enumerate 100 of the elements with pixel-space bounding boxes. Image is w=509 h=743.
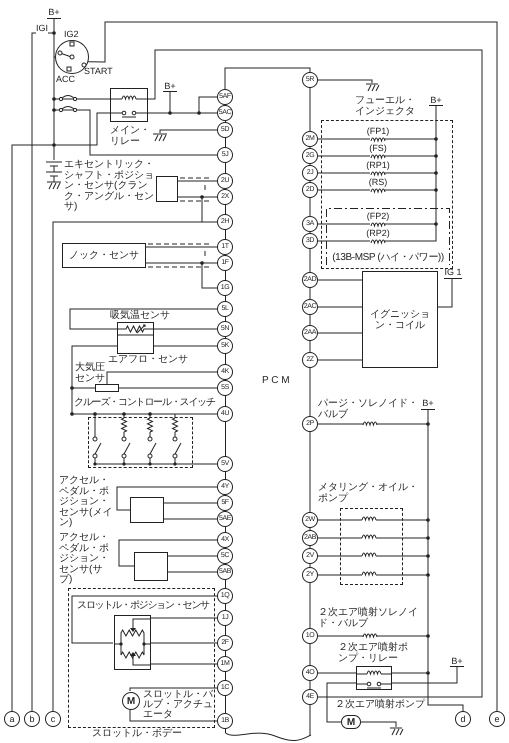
component-label: アクセル・ペダル・ポジション・センサ(サブ)	[59, 533, 110, 586]
component-label: (RP1)	[365, 160, 391, 170]
wire	[148, 50, 482, 698]
wire	[318, 332, 362, 334]
coil-symbol	[371, 238, 385, 246]
coil-symbol	[363, 632, 377, 640]
group-outline	[321, 120, 453, 269]
wire	[116, 486, 218, 510]
supply-label: B+	[450, 656, 464, 667]
component-label: (FP1)	[366, 126, 390, 136]
coil-symbol	[363, 420, 377, 428]
wire	[360, 722, 396, 728]
sensor-box	[156, 176, 178, 202]
wire	[318, 240, 370, 242]
wire	[130, 708, 218, 722]
coil-symbol	[371, 187, 385, 195]
coil-symbol	[371, 153, 385, 161]
coil-symbol	[371, 221, 385, 229]
component-label: パージ・ソレノイド・バルブ	[318, 399, 419, 420]
wire	[202, 262, 218, 288]
battery-symbol	[46, 160, 62, 190]
ground-symbol	[153, 133, 167, 141]
wire	[392, 666, 458, 684]
wire	[318, 306, 362, 308]
wire	[326, 682, 356, 722]
component-label: スロットル・ボデー	[92, 729, 183, 740]
supply-label: IG 1	[444, 267, 462, 279]
relay-box	[110, 88, 148, 122]
wire	[318, 574, 340, 576]
component-label: スロットル・ポジション・センサ	[77, 601, 210, 612]
terminal-circle: a	[4, 711, 20, 727]
ground-symbol	[366, 83, 378, 91]
component-label: (FS)	[368, 143, 388, 154]
coil-symbol	[371, 170, 385, 178]
wire	[318, 138, 370, 140]
component-label: フューエル・インジェクタ	[355, 96, 416, 117]
component-label: (13B-MSP (ハイ・パワー))	[331, 253, 445, 264]
component-label: エアフロ・センサ	[108, 355, 189, 366]
terminal-circle: c	[45, 711, 61, 727]
component-label: (RS)	[368, 177, 388, 188]
group-outline	[68, 588, 215, 728]
wire	[88, 22, 498, 712]
component-label: START	[84, 66, 114, 76]
component-label: エキセントリック・シャフト・ポジション・センサ(クランク・アングル・センサ)	[64, 160, 155, 212]
sensor-box	[134, 552, 168, 581]
switch-group-outline	[88, 417, 193, 468]
component-label: アクセル・ペダル・ポジション・センサ(メイン)	[59, 476, 114, 528]
relay-box	[356, 666, 392, 690]
component-label: 大気圧センサ	[75, 363, 106, 384]
coil-symbol	[371, 136, 385, 144]
sensor-box	[117, 322, 154, 354]
supply-label: B+	[163, 81, 177, 92]
component-label: ２次エア噴射ポンプ・リレー	[338, 643, 409, 664]
wire	[318, 672, 356, 674]
wire	[318, 172, 370, 174]
component-label: メタリング・オイル・ポンプ	[318, 483, 419, 504]
wire	[164, 502, 218, 504]
component-box: イグニッション・コイル	[362, 271, 438, 368]
wire	[174, 414, 218, 418]
wire	[12, 112, 110, 712]
component-label: メイン・リレー	[110, 126, 151, 147]
component-label: ２次エア噴射ソレノイド・バルブ	[318, 608, 419, 629]
component-label: ACC	[56, 74, 76, 84]
wire	[72, 596, 218, 644]
component-label: (RP2)	[365, 228, 391, 238]
sensor-box	[130, 497, 164, 523]
sensor-box	[114, 615, 151, 670]
terminal-circle: b	[24, 711, 40, 727]
wire	[202, 196, 218, 222]
wire	[318, 80, 372, 84]
wire	[130, 688, 218, 692]
group-outline	[340, 508, 403, 585]
wire	[438, 278, 452, 308]
component-label: 吸気温センサ	[110, 311, 171, 322]
pcm-label: P C M	[262, 376, 291, 386]
terminal-circle: e	[489, 711, 505, 727]
wire	[178, 180, 218, 182]
wire	[146, 246, 218, 248]
ground-symbol	[390, 727, 402, 735]
supply-label: B+	[429, 95, 443, 106]
wire	[198, 96, 218, 114]
wire	[160, 130, 218, 134]
sensor-box: ノック・センサ	[62, 243, 146, 268]
component-label: ２次エア噴射ポンプ	[335, 700, 426, 710]
wire	[164, 518, 218, 520]
terminal-circle: d	[455, 711, 471, 727]
component-label: クルーズ・コントロール・スイッチ	[74, 398, 216, 408]
wire	[154, 328, 218, 330]
wire	[224, 68, 310, 90]
edge-label: IGI	[36, 23, 48, 34]
component-label: (FP2)	[366, 211, 390, 222]
wire	[70, 308, 218, 330]
wire	[118, 540, 218, 566]
wire	[150, 642, 218, 644]
motor-symbol: M	[341, 715, 361, 729]
supply-label: B+	[47, 7, 61, 19]
group-outline	[326, 208, 450, 265]
wire	[106, 372, 218, 384]
wire	[392, 410, 428, 674]
component-label: IG2	[64, 29, 80, 40]
